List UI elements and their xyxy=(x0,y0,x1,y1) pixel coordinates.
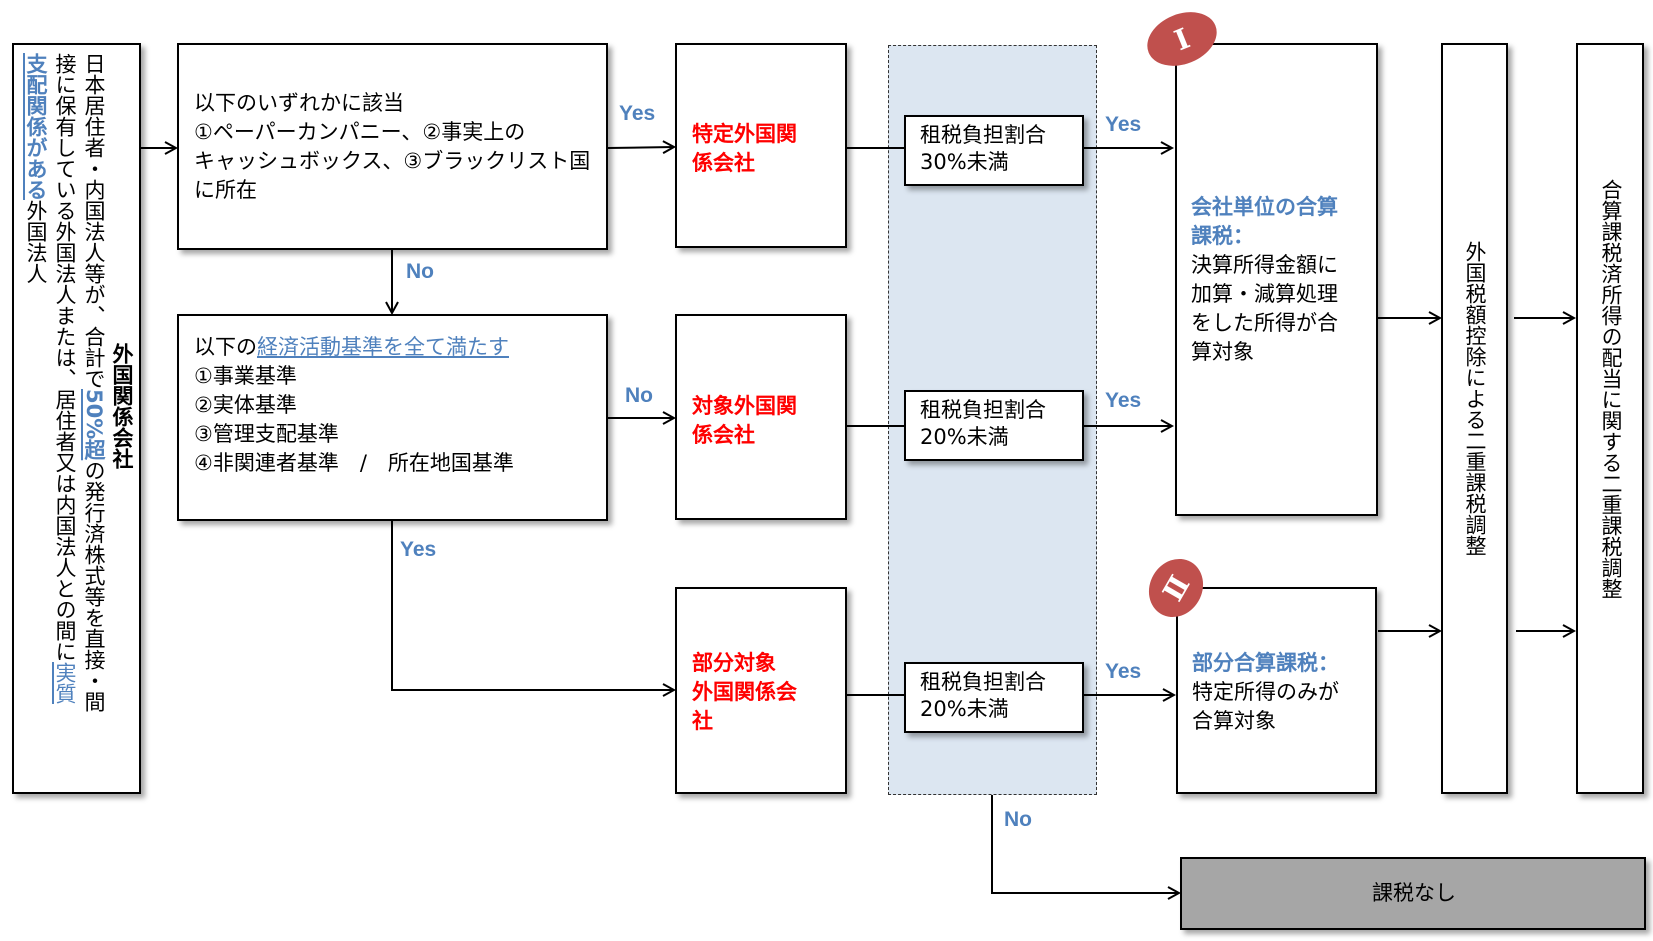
line: ①ペーパーカンパニー、②事実上の xyxy=(194,120,526,144)
no-taxation-box: 課税なし xyxy=(1180,857,1646,930)
label-no: No xyxy=(406,260,434,283)
adjust-1-text: 外国税額控除による二重課税調整 xyxy=(1463,241,1487,556)
line: 部分対象 xyxy=(692,651,776,675)
line: 以下の xyxy=(194,335,257,359)
text: 日本居住者・内国法人等が、合計で xyxy=(82,53,106,389)
definition-col2: 接に保有している外国法人または、居住者又は内国法人との間に実質 xyxy=(51,53,78,704)
partial-target-foreign-affiliate-box: 部分対象 外国関係会 社 xyxy=(675,587,847,794)
line: キャッシュボックス、③ブラックリスト国 xyxy=(194,149,591,173)
line: ①事業基準 xyxy=(194,364,297,388)
line: 対象外国関 xyxy=(692,394,797,418)
adjust-2-text: 合算課税済所得の配当に関する二重課税調整 xyxy=(1599,179,1623,599)
line: 20%未満 xyxy=(920,697,1009,721)
dividend-double-tax-box: 合算課税済所得の配当に関する二重課税調整 xyxy=(1576,43,1644,794)
line: 特定外国関 xyxy=(692,122,797,146)
condition-2-text: 以下の経済活動基準を全て満たす ①事業基準 ②実体基準 ③管理支配基準 ④非関連… xyxy=(194,333,514,478)
company-type-text: 部分対象 外国関係会 社 xyxy=(692,649,797,736)
target-foreign-affiliate-box: 対象外国関 係会社 xyxy=(675,314,847,520)
line: 外国関係会 xyxy=(692,680,797,704)
line: 20%未満 xyxy=(920,425,1009,449)
text: 外国法人 xyxy=(24,200,48,284)
text: 接に保有している外国法人または、居住者又は内国法人との間に xyxy=(53,53,77,662)
tax-burden-test-20: 租税負担割合 20%未満 xyxy=(904,390,1084,461)
label-yes: Yes xyxy=(1105,113,1142,136)
line: 加算・減算処理 xyxy=(1191,282,1338,306)
heading: 会社単位の合算 xyxy=(1191,195,1338,219)
company-type-text: 特定外国関 係会社 xyxy=(692,120,797,178)
definition-col3: 支配関係がある外国法人 xyxy=(22,53,49,284)
label-yes: Yes xyxy=(619,102,656,125)
highlight-substantive: 実質 xyxy=(53,662,77,704)
line: 係会社 xyxy=(692,151,755,175)
line: 租税負担割合 xyxy=(920,398,1046,422)
company-level-aggregation-box: 会社単位の合算 課税： 決算所得金額に 加算・減算処理 をした所得が合 算対象 xyxy=(1175,43,1378,516)
highlight-control: 支配関係がある xyxy=(24,53,48,200)
condition-1-text: 以下のいずれかに該当 ①ペーパーカンパニー、②事実上の キャッシュボックス、③ブ… xyxy=(194,89,590,205)
specified-foreign-affiliate-box: 特定外国関 係会社 xyxy=(675,43,847,248)
line: 決算所得金額に xyxy=(1191,253,1338,277)
arrow-cond1-yes xyxy=(607,147,674,148)
heading: 部分合算課税： xyxy=(1192,651,1339,675)
partial-aggregation-box: 部分合算課税： 特定所得のみが 合算対象 xyxy=(1176,587,1377,794)
highlight-50-percent: 50%超 xyxy=(82,389,106,461)
line: に所在 xyxy=(194,178,257,202)
line: 合算対象 xyxy=(1192,709,1276,733)
tax-test-text: 租税負担割合 20%未満 xyxy=(920,397,1046,451)
label-yes: Yes xyxy=(1105,660,1142,683)
line: ③管理支配基準 xyxy=(194,422,339,446)
line: 係会社 xyxy=(692,423,755,447)
line: をした所得が合 xyxy=(1191,311,1338,335)
line: 30%未満 xyxy=(920,150,1009,174)
line: 以下のいずれかに該当 xyxy=(194,91,404,115)
line: 租税負担割合 xyxy=(920,670,1046,694)
tax-test-text: 租税負担割合 20%未満 xyxy=(920,669,1046,723)
line: 社 xyxy=(692,709,713,733)
line: ②実体基準 xyxy=(194,393,297,417)
line: 租税負担割合 xyxy=(920,123,1046,147)
condition-box-2: 以下の経済活動基準を全て満たす ①事業基準 ②実体基準 ③管理支配基準 ④非関連… xyxy=(177,314,608,521)
label-yes: Yes xyxy=(400,538,437,561)
label-no: No xyxy=(1004,808,1032,831)
foreign-tax-credit-box: 外国税額控除による二重課税調整 xyxy=(1441,43,1508,794)
line: 特定所得のみが xyxy=(1192,680,1339,704)
label-yes: Yes xyxy=(1105,389,1142,412)
line: ④非関連者基準 / 所在地国基準 xyxy=(194,451,514,475)
result-2-text: 部分合算課税： 特定所得のみが 合算対象 xyxy=(1192,649,1339,736)
foreign-affiliate-definition-box: 外国関係会社 日本居住者・内国法人等が、合計で50%超の発行済株式等を直接・間 … xyxy=(12,43,141,794)
tax-burden-test-20-partial: 租税負担割合 20%未満 xyxy=(904,662,1084,733)
definition-col1: 日本居住者・内国法人等が、合計で50%超の発行済株式等を直接・間 xyxy=(80,53,107,712)
text: の発行済株式等を直接・間 xyxy=(82,460,106,713)
arrow-band-no xyxy=(991,795,1179,893)
company-type-text: 対象外国関 係会社 xyxy=(692,392,797,450)
highlight-economic-criteria: 経済活動基準を全て満たす xyxy=(257,335,509,359)
label-no: No xyxy=(625,384,653,407)
condition-box-1: 以下のいずれかに該当 ①ペーパーカンパニー、②事実上の キャッシュボックス、③ブ… xyxy=(177,43,608,250)
line: 算対象 xyxy=(1191,340,1254,364)
heading: 課税： xyxy=(1191,224,1254,248)
tax-test-text: 租税負担割合 30%未満 xyxy=(920,122,1046,176)
result-1-text: 会社単位の合算 課税： 決算所得金額に 加算・減算処理 をした所得が合 算対象 xyxy=(1191,193,1338,367)
arrow-cond2-yes xyxy=(391,521,674,690)
no-tax-text: 課税なし xyxy=(1372,881,1456,905)
foreign-affiliate-title: 外国関係会社 xyxy=(110,343,134,469)
tax-burden-test-30: 租税負担割合 30%未満 xyxy=(904,115,1084,186)
